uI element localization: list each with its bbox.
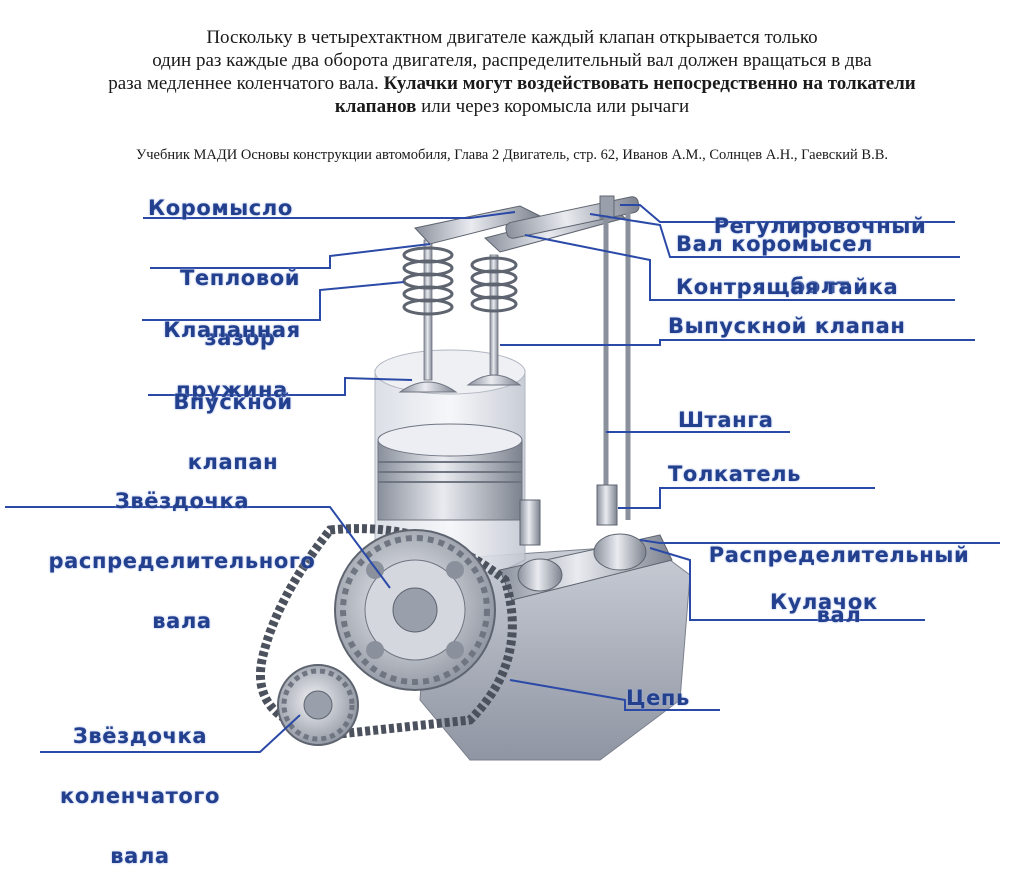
label-camshaft-sprocket-line-3: вала — [152, 609, 212, 633]
label-chain: Цепь — [626, 686, 690, 710]
caption-line-3: раза медленнее коленчатого вала. Кулачки… — [0, 72, 1024, 95]
label-crankshaft-sprocket-line-3: вала — [110, 844, 170, 868]
tappet-2 — [519, 499, 541, 546]
valve-spring-intake — [402, 246, 454, 316]
label-locknut: Контрящая гайка — [676, 275, 899, 299]
source-citation: Учебник МАДИ Основы конструкции автомоби… — [135, 147, 889, 163]
label-camshaft-sprocket-line-2: распределительного — [48, 549, 316, 573]
leader-lines — [5, 204, 1000, 753]
label-camshaft-line-2: вал — [816, 603, 862, 627]
piston — [377, 423, 523, 521]
exhaust-valve — [466, 254, 522, 386]
label-crankshaft-sprocket-line-1: Звёздочка — [72, 724, 208, 748]
label-camshaft: Распределительный вал — [658, 505, 1020, 645]
valve-spring-exhaust — [470, 256, 518, 313]
caption: Поскольку в четырехтактном двигателе каж… — [0, 26, 1024, 118]
caption-line-2: один раз каждые два оборота двигателя, р… — [152, 50, 872, 71]
label-crankshaft-sprocket-line-2: коленчатого — [60, 784, 220, 808]
label-valve-spring-line-2: пружина — [176, 378, 288, 402]
label-exhaust-valve: Выпускной клапан — [668, 314, 906, 338]
label-thermal-clearance-line-2: зазор — [204, 326, 276, 350]
caption-line-4-bold: клапанов — [334, 96, 417, 117]
label-adjusting-bolt-line-2: болт — [790, 274, 850, 298]
caption-line-4-normal: или через коромысла или рычаги — [416, 96, 690, 117]
caption-line-4: клапанов или через коромысла или рычаги — [0, 95, 1024, 118]
label-intake-valve-line-1: Впускной — [173, 390, 293, 414]
caption-line-3-bold: Кулачки могут воздействовать непосредств… — [383, 73, 916, 94]
label-camshaft-sprocket-line-1: Звёздочка — [114, 489, 250, 513]
label-adjusting-bolt-line-1: Регулировочный — [713, 214, 927, 238]
label-rocker-shaft: Вал коромысел — [676, 232, 874, 256]
label-camshaft-line-1: Распределительный — [708, 543, 970, 567]
label-thermal-clearance: Тепловой зазор — [150, 228, 330, 368]
label-rocker: Коромысло — [148, 196, 293, 220]
label-valve-spring: Клапанная пружина — [142, 280, 322, 420]
label-camshaft-sprocket: Звёздочка распределительного вала — [2, 451, 362, 651]
crankshaft-sprocket — [277, 664, 359, 746]
caption-line-3-normal: раза медленнее коленчатого вала. — [108, 73, 384, 94]
label-valve-spring-line-1: Клапанная — [163, 318, 301, 342]
label-crankshaft-sprocket: Звёздочка коленчатого вала — [30, 686, 250, 886]
label-cam: Кулачок — [770, 590, 878, 614]
label-adjusting-bolt: Регулировочный болт — [660, 176, 980, 316]
label-thermal-clearance-line-1: Тепловой — [179, 266, 301, 290]
engine-diagram — [5, 195, 1000, 761]
caption-line-1: Поскольку в четырехтактном двигателе каж… — [206, 27, 818, 48]
label-tappet: Толкатель — [668, 462, 802, 486]
label-pushrod: Штанга — [678, 408, 774, 432]
camshaft-sprocket — [334, 529, 496, 691]
cam-lobe — [593, 533, 647, 571]
label-intake-valve: Впускной клапан — [148, 352, 318, 492]
tappet-1 — [596, 484, 618, 526]
label-intake-valve-line-2: клапан — [187, 450, 279, 474]
cylinder-top — [374, 349, 526, 395]
